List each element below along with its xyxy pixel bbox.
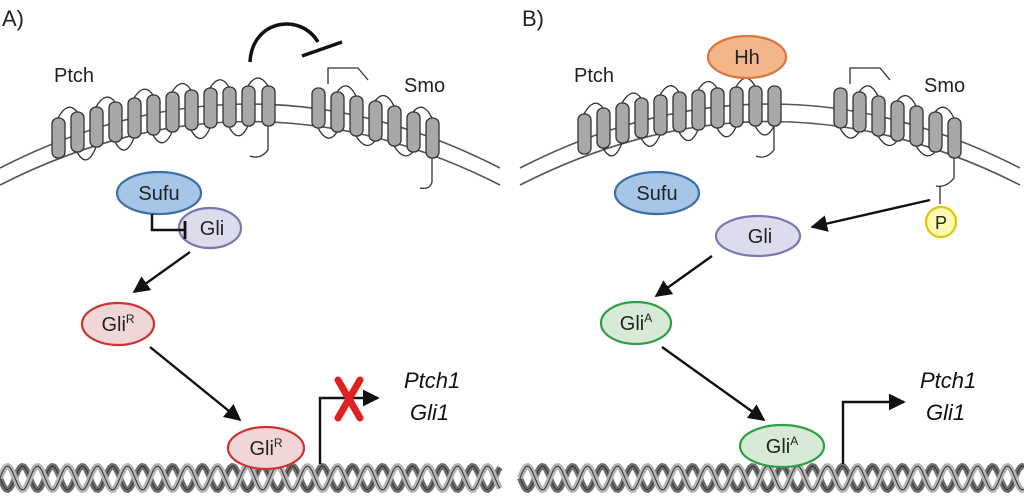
glia-label-cytoplasm: GliA (620, 311, 652, 335)
phosphate-node (924, 205, 958, 239)
gli-label-b: Gli (748, 226, 772, 248)
panel-a-label: A) (2, 6, 24, 31)
arrow-glir-to-nucleus (149, 346, 242, 422)
gli-label-a: Gli (200, 218, 224, 240)
panel-b-label: B) (522, 6, 544, 31)
arrow-gli-to-glir (132, 251, 191, 293)
gene-gli1-b: Gli1 (926, 400, 965, 425)
dna-strand-outline (519, 465, 1024, 491)
glia-label-nucleus: GliA (766, 434, 798, 458)
transcription-arrow-b (841, 393, 906, 464)
gene-ptch1-a: Ptch1 (404, 368, 460, 393)
arrow-glia-to-nucleus (661, 346, 766, 421)
ptch-receptor-b (577, 77, 782, 158)
glir-node-nucleus (226, 425, 306, 471)
dna-helix-b (517, 462, 1024, 494)
smo-receptor-a (311, 67, 440, 190)
ptch-label-a: Ptch (54, 65, 94, 87)
ptch-label-b: Ptch (574, 65, 614, 87)
glia-node-nucleus (738, 423, 826, 469)
gene-ptch1-b: Ptch1 (920, 368, 976, 393)
gli-node-b (714, 214, 802, 258)
sufu-node-b (613, 170, 701, 216)
arrow-gli-to-glia (654, 255, 713, 297)
smo-label-a: Smo (404, 75, 445, 97)
panel-b: B) Ptch Hh (517, 6, 1024, 494)
dna-helix-a (0, 462, 503, 494)
panel-a: A) Ptch (0, 6, 503, 494)
dna-strand-outline (0, 465, 501, 491)
sufu-label-b: Sufu (636, 183, 677, 205)
transcription-arrow-a (318, 389, 380, 464)
gene-gli1-a: Gli1 (410, 400, 449, 425)
sufu-inhibits-gli (150, 214, 184, 232)
hh-label: Hh (734, 47, 760, 69)
sufu-node-a (115, 170, 203, 216)
glir-label-cytoplasm: GliR (101, 312, 134, 336)
arrow-smo-to-gli (810, 198, 931, 232)
inhibition-bar-smo (301, 40, 343, 58)
glir-node-cytoplasm (80, 301, 156, 347)
hh-ligand-node (706, 34, 788, 80)
ptch-receptor-a (51, 77, 276, 161)
block-x-icon (334, 376, 364, 422)
smo-label-b: Smo (924, 75, 965, 97)
glia-node-cytoplasm (599, 300, 673, 346)
gli-node-a (177, 206, 243, 250)
glir-label-nucleus: GliR (249, 436, 282, 460)
phosphate-label: P (935, 213, 947, 233)
smo-receptor-b (833, 67, 962, 204)
sufu-label-a: Sufu (138, 183, 179, 205)
ptch-inhibits-smo-arc (248, 22, 320, 63)
